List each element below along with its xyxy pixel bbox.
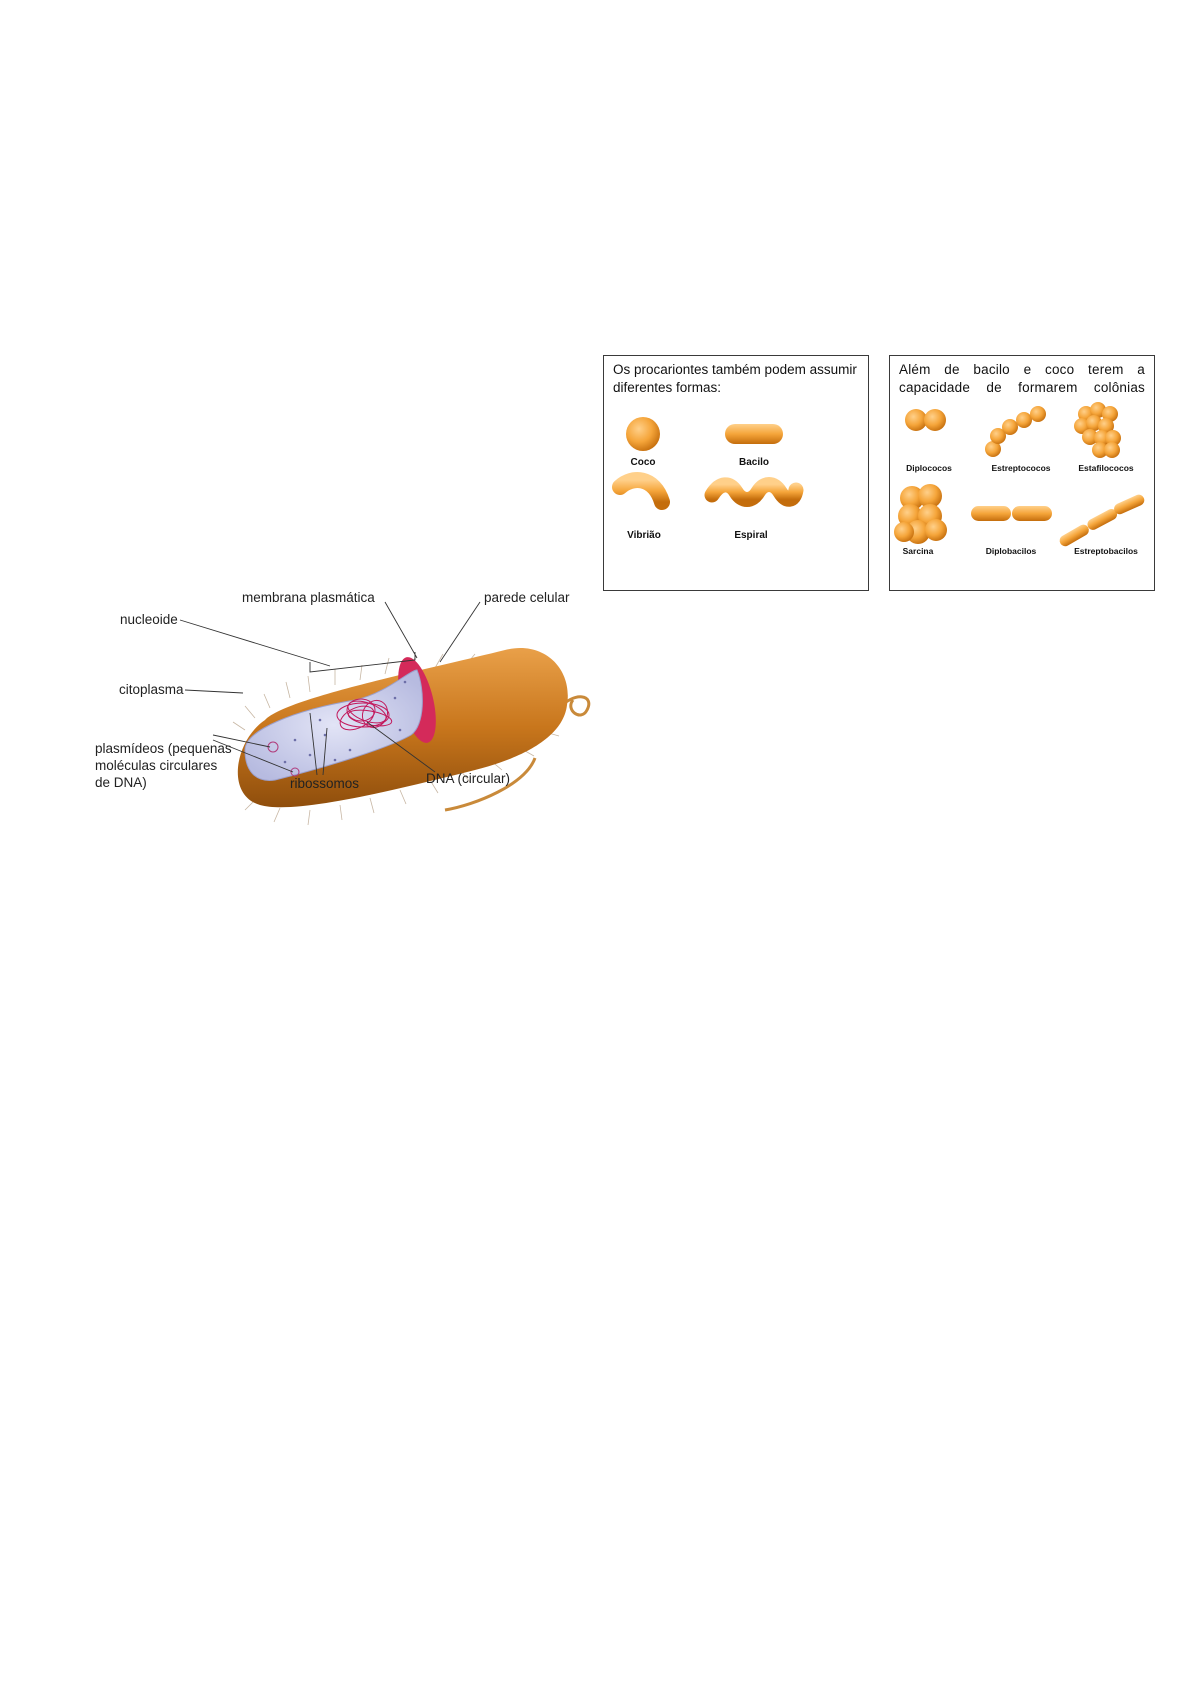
diplococos-label: Diplococos — [906, 463, 952, 473]
espiral-shape — [712, 485, 796, 500]
coco-label: Coco — [631, 457, 656, 468]
prokaryotic-cell-diagram: membrana plasmática parede celular nucle… — [95, 600, 615, 860]
estreptobacilos-shape — [1058, 493, 1146, 548]
estreptobacilos-label: Estreptobacilos — [1074, 546, 1138, 556]
estreptococos-shape — [985, 406, 1046, 457]
membrana-label: membrana plasmática — [242, 589, 375, 606]
ribossomos-label: ribossomos — [290, 775, 359, 792]
nucleoide-label: nucleoide — [120, 611, 178, 628]
diplobacilos-label: Diplobacilos — [986, 546, 1037, 556]
colonies-panel: Além de bacilo e coco terem a capacidade… — [889, 355, 1155, 591]
bacilo-shape — [725, 424, 783, 444]
parede-label: parede celular — [484, 589, 570, 606]
dna-label: DNA (circular) — [426, 770, 510, 787]
diplobacilos-shape — [971, 506, 1052, 521]
diplococos-shape — [905, 409, 946, 431]
estreptococos-label: Estreptococos — [991, 463, 1050, 473]
espiral-label: Espiral — [734, 530, 767, 541]
plasmideos-label-line1: plasmídeos (pequenas — [95, 740, 232, 757]
bacilo-label: Bacilo — [739, 457, 769, 468]
cell-illustration — [95, 600, 615, 860]
sarcina-label: Sarcina — [903, 546, 934, 556]
citoplasma-label: citoplasma — [119, 681, 184, 698]
plasmideos-label-line2: moléculas circulares — [95, 757, 217, 774]
forms-panel: Os procariontes também podem assumir dif… — [603, 355, 869, 591]
colonies-illustrations — [890, 356, 1156, 592]
forms-illustrations — [604, 356, 870, 592]
coco-shape — [626, 417, 660, 451]
vibriao-label: Vibrião — [627, 530, 661, 541]
sarcina-shape — [894, 484, 947, 544]
plasmideos-label-line3: de DNA) — [95, 774, 147, 791]
vibriao-shape — [620, 480, 662, 502]
estafilococos-label: Estafilococos — [1078, 463, 1133, 473]
estafilococos-shape — [1074, 402, 1121, 458]
